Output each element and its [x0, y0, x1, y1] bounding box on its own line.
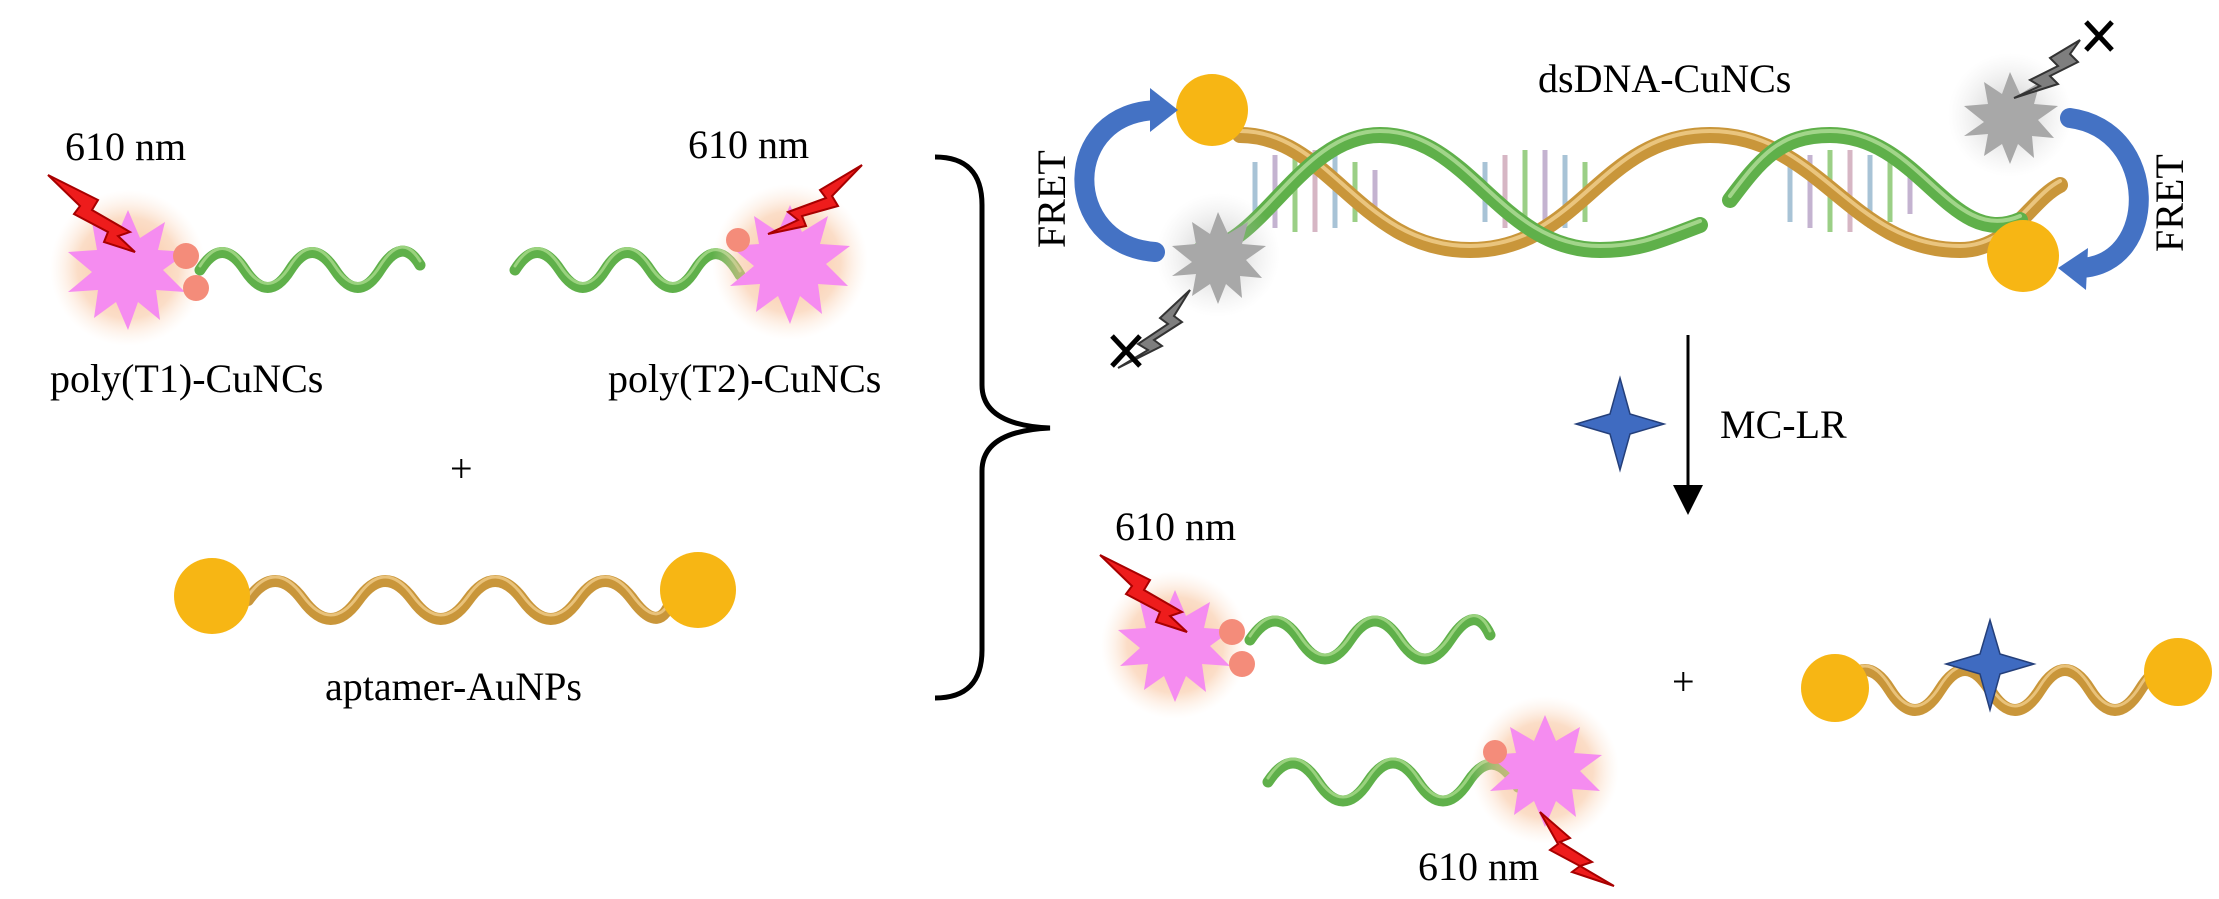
grouping-bracket [934, 154, 1051, 701]
complex-label-dsdna: dsDNA-CuNCs [1538, 56, 1791, 101]
dna-strand-green-highlight [198, 245, 422, 285]
dna-strand-green-highlight [1248, 614, 1492, 657]
gold-nanoparticle [2144, 638, 2212, 706]
lightning-emission-icon [1539, 811, 1615, 887]
poly-t1-cuncs-probe: 610 nm poly(T1)-CuNCs [47, 124, 426, 401]
helix-strand-green [1192, 126, 2028, 259]
helix-strand-green-highlight [1198, 128, 2022, 249]
fret-arrow-right [2060, 108, 2149, 278]
probe-label-poly-t2: poly(T2)-CuNCs [608, 356, 881, 401]
blocked-x-icon [1110, 334, 1142, 368]
dna-strand-green [509, 247, 746, 293]
lightning-emission-icon [47, 174, 136, 253]
gold-nanoparticle [660, 552, 736, 628]
linker-bead [1229, 651, 1255, 677]
target-label-mclr: MC-LR [1720, 402, 1847, 447]
lightning-emission-icon [1099, 554, 1188, 633]
probe-label-poly-t1: poly(T1)-CuNCs [50, 356, 323, 401]
poly-t2-cuncs-probe: 610 nm poly(T2)-CuNCs [509, 122, 881, 401]
aptamer-strand-gold-highlight [1838, 663, 2182, 708]
blocked-emission-lightning-icon [1117, 289, 1191, 369]
gold-nanoparticle [1987, 220, 2059, 292]
linker-bead [726, 228, 750, 252]
helix-strand-gold [1232, 126, 2068, 259]
cucluster-starburst-icon [1488, 715, 1602, 827]
dsdna-cuncs-complex: dsDNA-CuNCs FRET FRET [1029, 20, 2192, 369]
reaction-step: MC-LR [1573, 335, 1847, 515]
gold-nanoparticle [1176, 74, 1248, 146]
cucluster-starburst-icon [730, 205, 850, 324]
released-poly-t1-probe: 610 nm [1099, 504, 1496, 719]
fret-arrowhead-icon [2058, 248, 2088, 290]
fret-label-right: FRET [2147, 154, 2192, 252]
gold-nanoparticle [1801, 654, 1869, 722]
mclr-target-star-icon [1573, 375, 1667, 473]
aptamer-mclr-complex [1801, 617, 2212, 722]
helix-strand-gold-highlight [1238, 128, 2062, 249]
gold-nanoparticle [174, 558, 250, 634]
plus-sign: + [1672, 659, 1695, 704]
lightning-emission-icon [767, 164, 863, 235]
aptamer-strand-gold [242, 575, 679, 625]
wavelength-label: 610 nm [688, 122, 809, 167]
wavelength-label: 610 nm [1115, 504, 1236, 549]
linker-bead [183, 275, 209, 301]
quenched-cluster-starburst-icon [1964, 72, 2058, 164]
linker-bead [173, 243, 199, 269]
fret-arrow-left [1074, 100, 1170, 262]
dna-strand-green [1244, 614, 1496, 665]
mclr-target-star-icon [1943, 617, 2037, 713]
linker-bead [1219, 619, 1245, 645]
cucluster-starburst-icon [68, 210, 188, 330]
blocked-emission-lightning-icon [2013, 39, 2081, 99]
wavelength-label: 610 nm [65, 124, 186, 169]
fret-arrowhead-icon [1150, 88, 1178, 132]
cucluster-starburst-icon [1118, 590, 1232, 702]
aptamer-strand-gold-highlight [246, 575, 675, 617]
plus-sign: + [450, 446, 473, 491]
aptamer-aunps-probe: aptamer-AuNPs [174, 552, 736, 709]
blocked-x-icon [2084, 20, 2114, 52]
probe-label-aptamer: aptamer-AuNPs [325, 664, 582, 709]
linker-bead [1483, 740, 1507, 764]
quenched-cluster-starburst-icon [1172, 212, 1266, 304]
dna-strand-green [194, 245, 426, 293]
released-poly-t2-probe: 610 nm [1262, 696, 1619, 889]
dna-strand-green-highlight [513, 247, 742, 285]
fret-label-left: FRET [1029, 150, 1074, 248]
aptamer-strand-gold [1834, 662, 2186, 716]
wavelength-label: 610 nm [1418, 844, 1539, 889]
